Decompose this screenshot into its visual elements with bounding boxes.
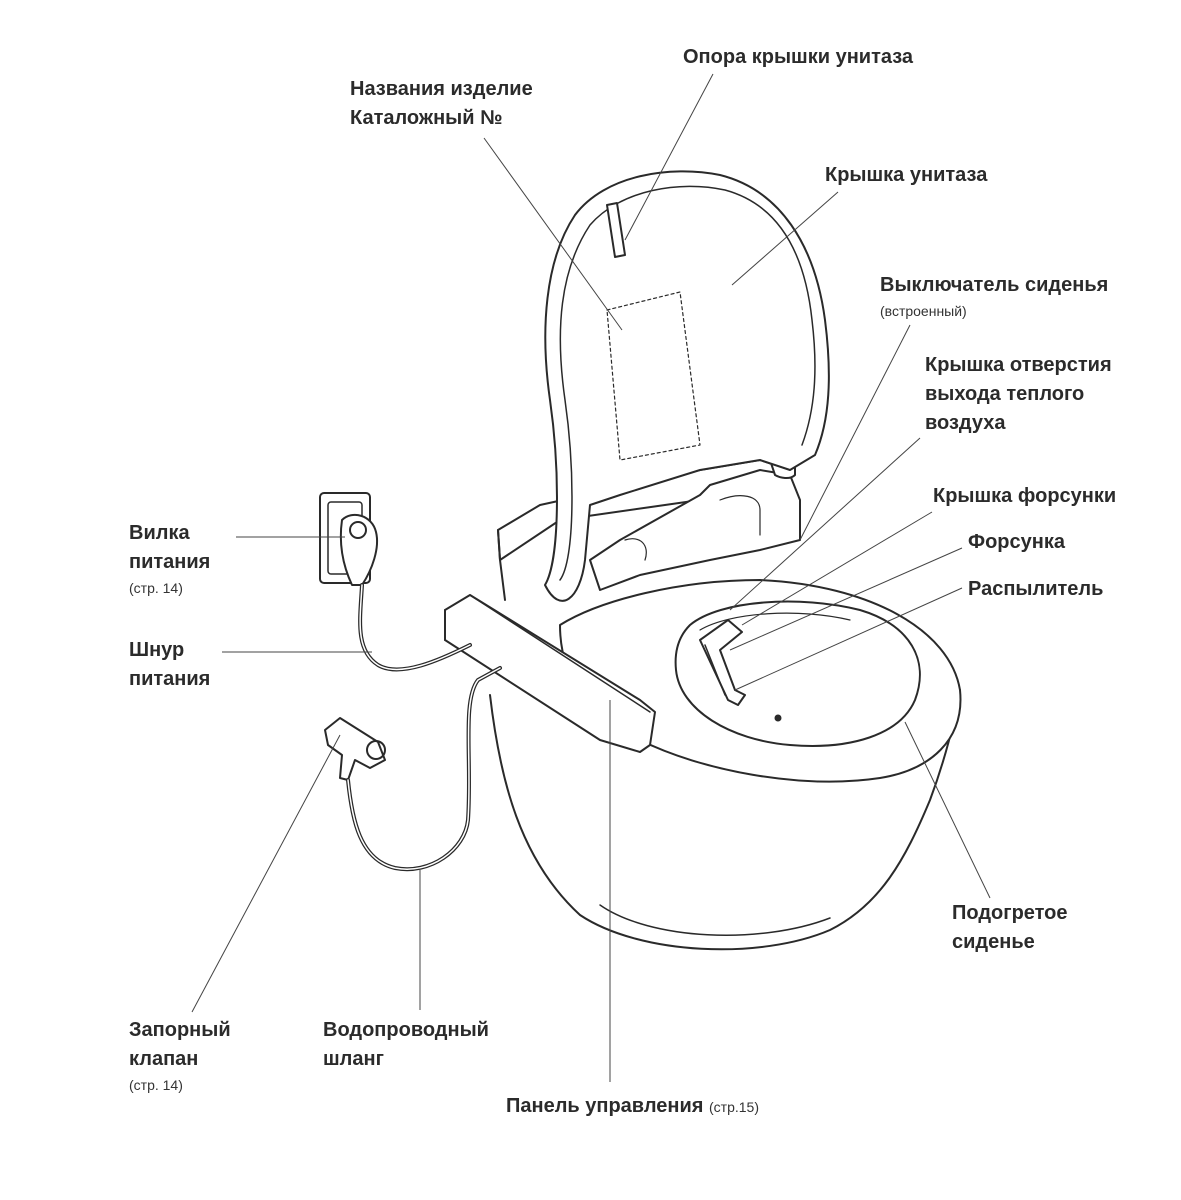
nozzle-cover-text: Крышка форсунки: [933, 485, 1117, 507]
air-cover-label: Крышка отверстия выхода теплого воздуха: [925, 351, 1112, 438]
hose-label: Водопроводный шланг: [323, 1016, 489, 1074]
nozzle-cover-label: Крышка форсунки: [933, 482, 1116, 511]
nozzle-label: Форсунка: [968, 528, 1065, 557]
leader-seat-switch: [799, 324, 911, 541]
air-cover-line-2: выхода теплого: [925, 383, 1085, 405]
plug-label: Вилка питания (стр. 14): [129, 519, 210, 599]
product-name-label: Названия изделие Каталожный №: [350, 75, 533, 133]
leader-lid-support: [624, 73, 714, 241]
leader-air-cover: [729, 437, 921, 611]
panel-note: (стр.15): [709, 1099, 759, 1115]
air-cover-line-1: Крышка отверстия: [925, 354, 1112, 376]
bowl-base-line: [599, 904, 831, 936]
seat-switch-text: Выключатель сиденья: [880, 274, 1109, 296]
leader-sprayer: [734, 587, 963, 691]
panel-label: Панель управления (стр.15): [506, 1092, 759, 1122]
hose-line-2: шланг: [323, 1048, 384, 1070]
valve-note: (стр. 14): [129, 1077, 183, 1093]
leader-nozzle-cover: [741, 511, 933, 626]
lid-text: Крышка унитаза: [825, 164, 988, 186]
lid: [544, 170, 830, 602]
panel-text-wrap: Панель управления (стр.15): [506, 1092, 759, 1122]
leader-nozzle: [729, 547, 963, 651]
leader-heated-seat: [904, 721, 991, 899]
sprayer-text: Распылитель: [968, 578, 1104, 600]
heated-seat-label: Подогретое сиденье: [952, 899, 1068, 957]
cord-line-1: Шнур: [129, 639, 185, 661]
product-name-line-1: Названия изделие: [350, 78, 533, 100]
seat-switch-label: Выключатель сиденья (встроенный): [880, 271, 1108, 322]
plug-line-1: Вилка: [129, 522, 190, 544]
valve-line-2: клапан: [129, 1048, 199, 1070]
cord-line-2: питания: [129, 668, 211, 690]
leader-lid: [731, 191, 839, 286]
catalog-sticker: [606, 291, 701, 461]
lid-support-label: Опора крышки унитаза: [683, 43, 913, 72]
lid-support-bar: [606, 202, 626, 258]
plug-line-2: питания: [129, 551, 211, 573]
sprayer-label: Распылитель: [968, 575, 1103, 604]
nozzle-text: Форсунка: [968, 531, 1065, 553]
leader-product-name: [483, 137, 623, 331]
valve-line-1: Запорный: [129, 1019, 231, 1041]
product-name-line-2: Каталожный №: [350, 107, 503, 129]
seat-switch-note: (встроенный): [880, 303, 967, 319]
plug-note: (стр. 14): [129, 580, 183, 596]
lid-label: Крышка унитаза: [825, 161, 987, 190]
panel-text: Панель управления: [506, 1095, 704, 1117]
lid-support-text: Опора крышки унитаза: [683, 46, 914, 68]
control-panel: [444, 594, 656, 753]
hinge-block: [589, 469, 801, 591]
valve-label: Запорный клапан (стр. 14): [129, 1016, 231, 1096]
heated-seat-line-1: Подогретое: [952, 902, 1068, 924]
shutoff-valve: [324, 717, 386, 781]
heated-seat-line-2: сиденье: [952, 931, 1035, 953]
air-cover-line-3: воздуха: [925, 412, 1006, 434]
lid-inner: [559, 185, 816, 581]
leader-valve: [191, 734, 341, 1013]
cord-label: Шнур питания: [129, 636, 210, 694]
hose-line-1: Водопроводный: [323, 1019, 489, 1041]
sprayer-dot: [774, 714, 782, 722]
